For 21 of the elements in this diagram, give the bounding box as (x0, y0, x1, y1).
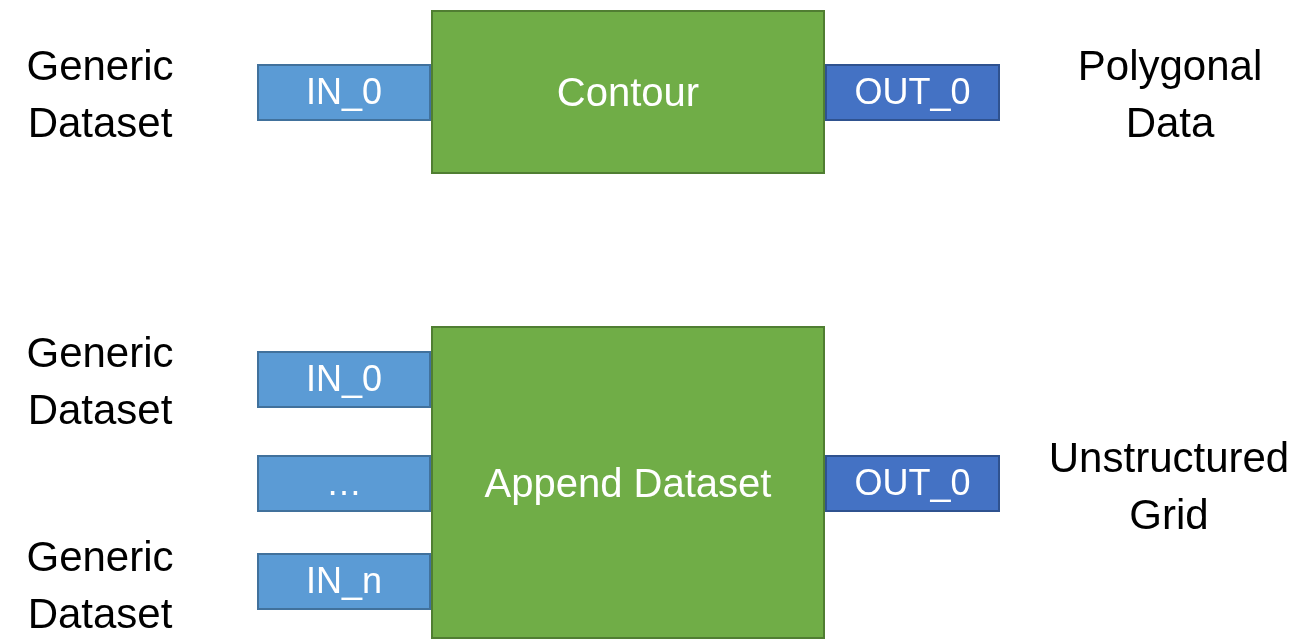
node-label: IN_0 (305, 357, 382, 402)
data-type-label: Unstructured Grid (1047, 433, 1291, 540)
node-label: IN_n (305, 559, 382, 604)
filter-box (431, 10, 825, 174)
input-port (257, 455, 431, 512)
node-label: OUT_0 (854, 70, 971, 115)
data-type-label: Generic Dataset (25, 41, 175, 148)
node-label: Append Dataset (484, 459, 772, 507)
input-port (257, 553, 431, 610)
node-label: OUT_0 (854, 461, 971, 506)
data-type-label: Generic Dataset (25, 328, 175, 435)
output-port (825, 455, 1000, 512)
input-port (257, 351, 431, 408)
node-label: … (326, 461, 362, 506)
output-port (825, 64, 1000, 121)
node-label: Contour (556, 69, 700, 116)
data-type-label: Polygonal Data (1076, 41, 1264, 148)
data-type-label: Generic Dataset (25, 532, 175, 639)
filter-box (431, 326, 825, 639)
node-label: IN_0 (305, 70, 382, 115)
input-port (257, 64, 431, 121)
